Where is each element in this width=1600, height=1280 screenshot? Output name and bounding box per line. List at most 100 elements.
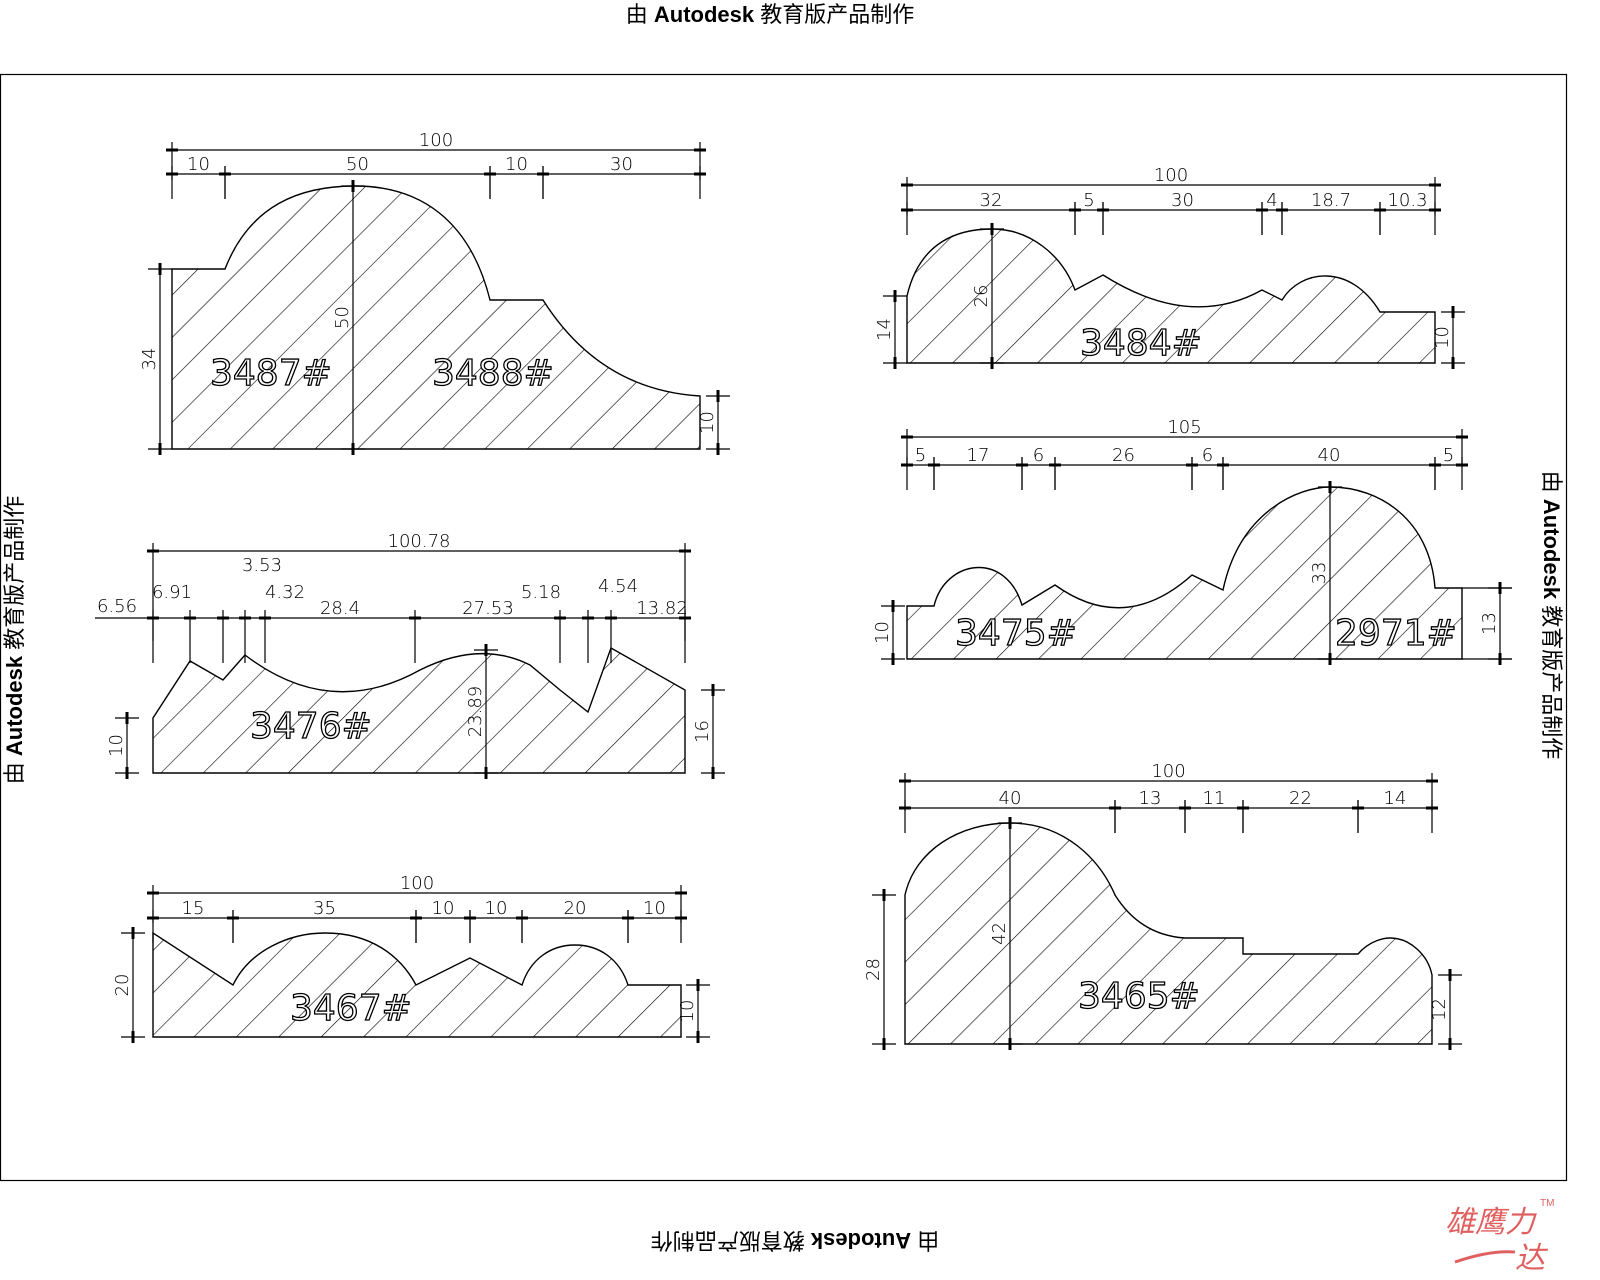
dimension-value: 10 <box>643 898 666 919</box>
vertical-dimension: 26 <box>971 223 1004 369</box>
dimension-value: 28 <box>863 958 884 981</box>
dimension-value: 10 <box>872 621 893 644</box>
dimension-value: 23.89 <box>465 686 486 738</box>
dimension-value: 33 <box>1309 562 1330 585</box>
watermark-left: 由 Autodesk 教育版产品制作 <box>2 496 27 785</box>
profile-label: 3476# <box>250 706 372 747</box>
dimension-value: 6.91 <box>152 582 192 603</box>
horizontal-dimension: 11 <box>1179 788 1249 833</box>
dimension-value: 10 <box>697 411 718 434</box>
dimension-value: 10 <box>187 154 210 175</box>
profile-label: 3465# <box>1078 976 1200 1017</box>
profile-5: 3465# 100 40 13 11 22 14 28 42 12 <box>863 761 1462 1050</box>
vertical-dimension: 10 <box>677 979 710 1043</box>
vertical-dimension: 10 <box>872 600 905 665</box>
horizontal-dimension: 30 <box>537 154 706 199</box>
dimension-value: 20 <box>564 898 587 919</box>
horizontal-dimension: 100 <box>147 873 687 923</box>
dimension-value: 100 <box>1151 761 1185 782</box>
horizontal-dimension: 13 <box>1109 788 1191 833</box>
horizontal-dimension: 18.7 <box>1276 190 1386 235</box>
vertical-dimension: 14 <box>874 290 907 369</box>
dimension-value: 6 <box>1033 445 1044 466</box>
dimension-value: 40 <box>999 788 1022 809</box>
dimension-value: 16 <box>692 720 713 743</box>
dimension-value: 14 <box>1384 788 1407 809</box>
profile-outline <box>904 822 1433 1045</box>
vertical-dimension: 16 <box>692 684 725 779</box>
profile-label: 3467# <box>290 988 412 1029</box>
vertical-dimension: 10 <box>697 390 730 455</box>
dimension-value: 26 <box>1112 445 1135 466</box>
dimension-value: 42 <box>989 922 1010 945</box>
profile-outline <box>906 228 1436 364</box>
dimension-value: 4 <box>1266 190 1277 211</box>
dimension-value: 30 <box>610 154 633 175</box>
profile-outline <box>171 185 701 450</box>
dimension-value: 27.53 <box>462 598 514 619</box>
dimension-value: 35 <box>313 898 336 919</box>
profile-label: 3487# <box>210 353 332 394</box>
horizontal-dimension: 15 <box>147 898 239 943</box>
vertical-dimension: 42 <box>989 817 1022 1050</box>
dimension-value: 50 <box>332 306 353 329</box>
dimension-value: 10 <box>106 734 127 757</box>
dimension-value: 13.82 <box>636 598 688 619</box>
vertical-dimension: 12 <box>1429 969 1462 1050</box>
profile-label: 2971# <box>1335 613 1457 654</box>
dimension-value: 26 <box>971 285 992 308</box>
horizontal-dimension: 14 <box>1352 788 1438 833</box>
dimension-value: 6.56 <box>97 596 137 617</box>
horizontal-dimension: 4 <box>1256 190 1288 235</box>
logo-swoosh <box>1454 1250 1516 1264</box>
vertical-dimension: 10 <box>1432 306 1465 369</box>
horizontal-dimension: 100 <box>901 165 1441 215</box>
watermark-top: 由 Autodesk 教育版产品制作 <box>626 2 915 27</box>
dimension-value: 5 <box>1083 190 1094 211</box>
watermark-right: 由 Autodesk 教育版产品制作 <box>1539 471 1564 760</box>
dimension-value: 10 <box>485 898 508 919</box>
logo-text-2: 达 <box>1515 1241 1549 1276</box>
horizontal-dimension: 6 <box>1016 445 1061 490</box>
horizontal-dimension: 10 <box>166 154 231 199</box>
dimension-value: 22 <box>1289 788 1312 809</box>
vertical-dimension: 34 <box>139 263 172 455</box>
profile-label: 3488# <box>432 353 554 394</box>
dimension-value: 100.78 <box>388 531 451 552</box>
dimension-value: 6 <box>1202 445 1213 466</box>
dimension-value: 5 <box>1443 445 1454 466</box>
vertical-dimension: 33 <box>1309 481 1342 665</box>
dimension-value: 18.7 <box>1311 190 1351 211</box>
brand-logo: 雄鹰力 达 TM <box>1445 1198 1554 1276</box>
profile-outline <box>152 646 686 774</box>
dimension-value: 10 <box>432 898 455 919</box>
horizontal-dimension: 26 <box>1049 445 1198 490</box>
dimension-value: 100 <box>400 873 434 894</box>
profile-label: 3475# <box>955 613 1077 654</box>
horizontal-dimension: 10 <box>622 898 687 943</box>
horizontal-dimension: 10 <box>464 898 528 943</box>
horizontal-dimension: 17 <box>928 445 1028 490</box>
horizontal-dimension: 10.3 <box>1374 190 1441 235</box>
logo-tm: TM <box>1540 1198 1554 1209</box>
horizontal-dimension: 5 <box>1429 445 1468 490</box>
dimension-value: 5.18 <box>521 582 561 603</box>
dimension-value: 13 <box>1479 612 1500 635</box>
horizontal-dimension: 22 <box>1237 788 1364 833</box>
dimension-value: 40 <box>1318 445 1341 466</box>
vertical-dimension: 23.89 <box>465 644 498 779</box>
vertical-dimension: 50 <box>332 180 365 455</box>
horizontal-dimension: 10 <box>410 898 476 943</box>
horizontal-dimension: 20 <box>516 898 634 943</box>
horizontal-dimension: 35 <box>227 898 422 943</box>
dimension-value: 11 <box>1203 788 1226 809</box>
vertical-dimension: 10 <box>106 712 139 779</box>
